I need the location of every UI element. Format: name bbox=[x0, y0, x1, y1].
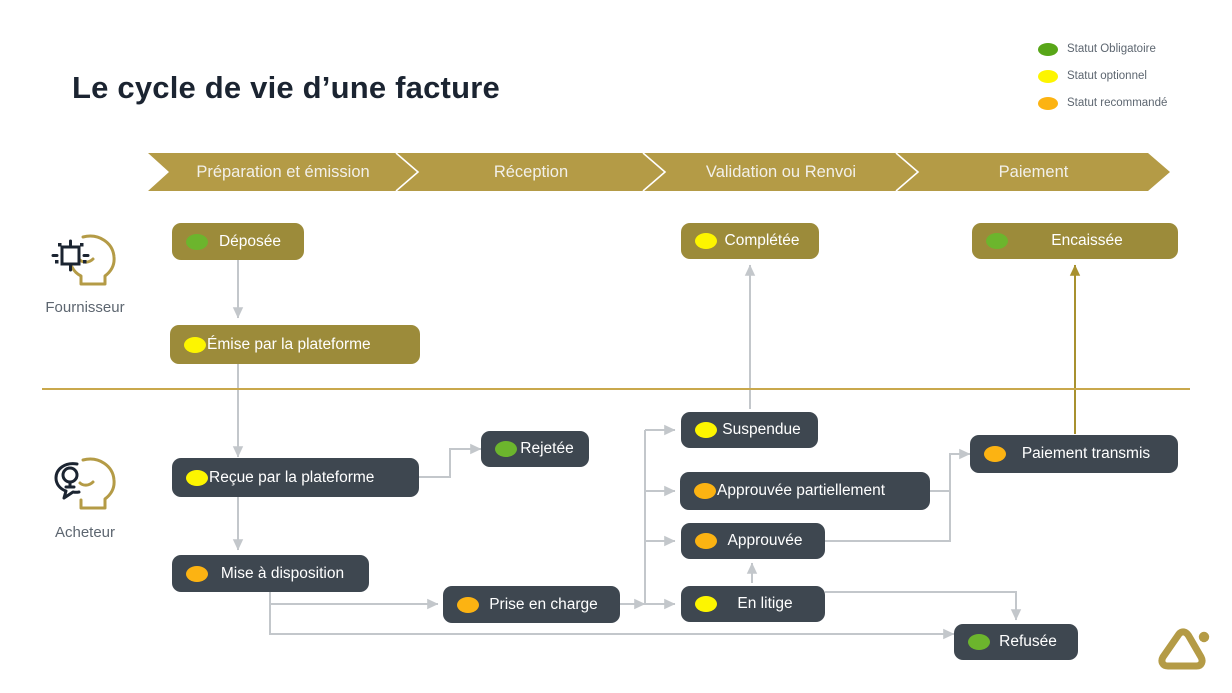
node-label: Encaissée bbox=[1051, 232, 1123, 249]
node-label: Refusée bbox=[999, 633, 1057, 650]
head-profile-gear-icon bbox=[20, 225, 150, 295]
node-refusee[interactable]: Refusée bbox=[954, 624, 1078, 660]
node-prise[interactable]: Prise en charge bbox=[443, 586, 620, 623]
legend: Statut Obligatoire Statut optionnel Stat… bbox=[1038, 38, 1167, 119]
node-approuvee[interactable]: Approuvée bbox=[681, 523, 825, 559]
legend-item-obligatoire: Statut Obligatoire bbox=[1038, 38, 1167, 60]
node-label: Approuvée partiellement bbox=[717, 482, 886, 499]
node-label: Émise par la plateforme bbox=[207, 335, 371, 353]
status-dot-yellow bbox=[695, 596, 717, 612]
node-suspendue[interactable]: Suspendue bbox=[681, 412, 818, 448]
status-dot-green bbox=[986, 233, 1008, 249]
node-rejetee[interactable]: Rejetée bbox=[481, 431, 589, 467]
node-paiement-transmis[interactable]: Paiement transmis bbox=[970, 435, 1178, 473]
status-dot-green bbox=[1038, 42, 1058, 56]
node-label: Reçue par la plateforme bbox=[209, 468, 375, 486]
status-dot-yellow bbox=[695, 233, 717, 249]
node-recue[interactable]: Reçue par la plateforme bbox=[172, 458, 419, 497]
persona-acheteur: Acheteur bbox=[20, 450, 150, 541]
legend-label: Statut optionnel bbox=[1067, 70, 1147, 82]
status-dot-yellow bbox=[184, 336, 206, 353]
node-approuvee-partiellement[interactable]: Approuvée partiellement bbox=[680, 472, 930, 510]
node-label: Mise à disposition bbox=[220, 564, 345, 582]
page-title: Le cycle de vie d’une facture bbox=[72, 70, 500, 105]
node-label: Rejetée bbox=[520, 440, 574, 457]
node-en-litige[interactable]: En litige bbox=[681, 586, 825, 622]
status-dot-orange bbox=[457, 596, 479, 613]
phase-band-shape bbox=[148, 153, 1170, 191]
persona-label: Fournisseur bbox=[45, 299, 125, 316]
status-dot-orange bbox=[186, 565, 208, 582]
legend-label: Statut Obligatoire bbox=[1067, 43, 1156, 55]
status-dot-green bbox=[186, 233, 208, 250]
status-dot-green bbox=[495, 441, 517, 457]
legend-label: Statut recommandé bbox=[1067, 97, 1168, 109]
node-emise[interactable]: Émise par la plateforme bbox=[170, 325, 420, 364]
node-label: Suspendue bbox=[722, 421, 801, 438]
node-label: En litige bbox=[737, 595, 793, 612]
status-dot-orange bbox=[984, 446, 1006, 462]
persona-fournisseur: Fournisseur bbox=[20, 225, 150, 316]
status-dot-green bbox=[968, 634, 990, 650]
status-dot-orange bbox=[695, 533, 717, 549]
status-dot-yellow bbox=[695, 422, 717, 438]
node-completee[interactable]: Complétée bbox=[681, 223, 819, 259]
status-dot-orange bbox=[694, 483, 716, 499]
node-label: Prise en charge bbox=[489, 595, 598, 613]
phase-label-reception: Réception bbox=[493, 163, 569, 181]
phase-label-validation: Validation ou Renvoi bbox=[705, 163, 857, 181]
node-mise[interactable]: Mise à disposition bbox=[172, 555, 369, 592]
phase-label-paiement: Paiement bbox=[998, 163, 1069, 181]
node-label: Déposée bbox=[218, 232, 282, 250]
status-dot-orange bbox=[1038, 96, 1058, 110]
swimlane-divider bbox=[42, 388, 1190, 390]
status-dot-yellow bbox=[1038, 69, 1058, 83]
legend-item-optionnel: Statut optionnel bbox=[1038, 65, 1167, 87]
node-label: Paiement transmis bbox=[1021, 445, 1151, 462]
phase-label-preparation: Préparation et émission bbox=[196, 163, 370, 181]
node-label: Complétée bbox=[724, 232, 800, 249]
node-encaissee[interactable]: Encaissée bbox=[972, 223, 1178, 259]
status-dot-yellow bbox=[186, 469, 208, 486]
persona-label: Acheteur bbox=[54, 524, 116, 541]
legend-item-recommande: Statut recommandé bbox=[1038, 92, 1167, 114]
node-deposee[interactable]: Déposée bbox=[172, 223, 304, 260]
head-profile-lightbulb-icon bbox=[20, 450, 150, 520]
phase-band: Préparation et émission Réception Valida… bbox=[148, 153, 1170, 191]
rounded-triangle-logo bbox=[1155, 628, 1213, 685]
node-label: Approuvée bbox=[727, 532, 803, 549]
